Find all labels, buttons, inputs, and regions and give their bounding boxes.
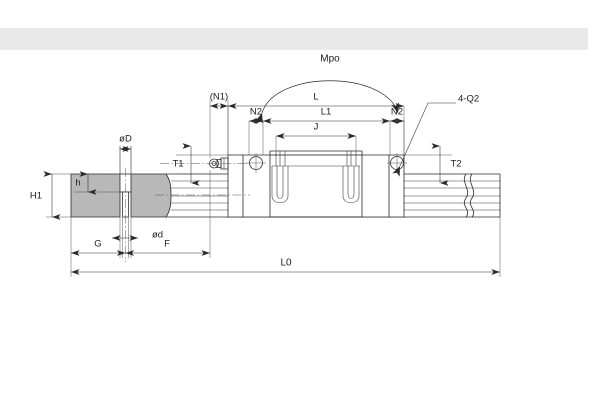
dimension-t2: T2 <box>431 143 462 186</box>
dimension-f-label: F <box>164 239 170 250</box>
dimension-h: h <box>75 171 97 195</box>
dimension-j-label: J <box>314 122 319 133</box>
header-band <box>0 28 588 50</box>
carriage-block <box>209 150 407 218</box>
dimension-l0: L0 <box>71 258 500 275</box>
dimension-od-small-label: ød <box>152 230 163 241</box>
dimension-j: J <box>276 122 356 139</box>
dimension-n2-right: N2 <box>390 107 404 124</box>
moment-arc-mpo: Mpo <box>255 54 399 124</box>
dimension-n1: (N1) <box>210 92 228 109</box>
dimension-g: G <box>71 239 126 256</box>
dimension-t2-label: T2 <box>450 159 461 170</box>
dimension-g-label: G <box>94 239 101 250</box>
dimension-t1-label: T1 <box>172 159 183 170</box>
watermark-text <box>540 312 584 324</box>
dimension-h1-label: H1 <box>30 191 42 202</box>
dimension-l-label: L <box>313 92 318 103</box>
dimension-l0-label: L0 <box>280 258 292 269</box>
dimension-od-small: ød <box>112 230 163 241</box>
dimension-f: F <box>125 239 210 256</box>
dimension-od-large: øD <box>119 134 132 152</box>
dimension-h1: H1 <box>30 171 61 220</box>
dimension-l1: L1 <box>263 107 390 124</box>
dimension-od-large-label: øD <box>119 134 132 145</box>
dimension-n2-right-label: N2 <box>391 107 403 118</box>
moment-label: Mpo <box>320 54 340 65</box>
centerlines <box>125 163 250 262</box>
dimension-l1-label: L1 <box>321 107 332 118</box>
mounting-hole-left <box>246 153 266 173</box>
dimension-n2-left-label: N2 <box>250 107 262 118</box>
dimension-n1-label: (N1) <box>210 92 228 103</box>
dimension-t1: T1 <box>172 143 200 186</box>
callout-4-q2-label: 4-Q2 <box>458 94 479 105</box>
dimension-n2-left: N2 <box>249 107 263 124</box>
callout-4-q2: 4-Q2 <box>392 94 479 177</box>
dimension-h-label: h <box>75 178 80 189</box>
dimension-l: L <box>228 92 404 109</box>
